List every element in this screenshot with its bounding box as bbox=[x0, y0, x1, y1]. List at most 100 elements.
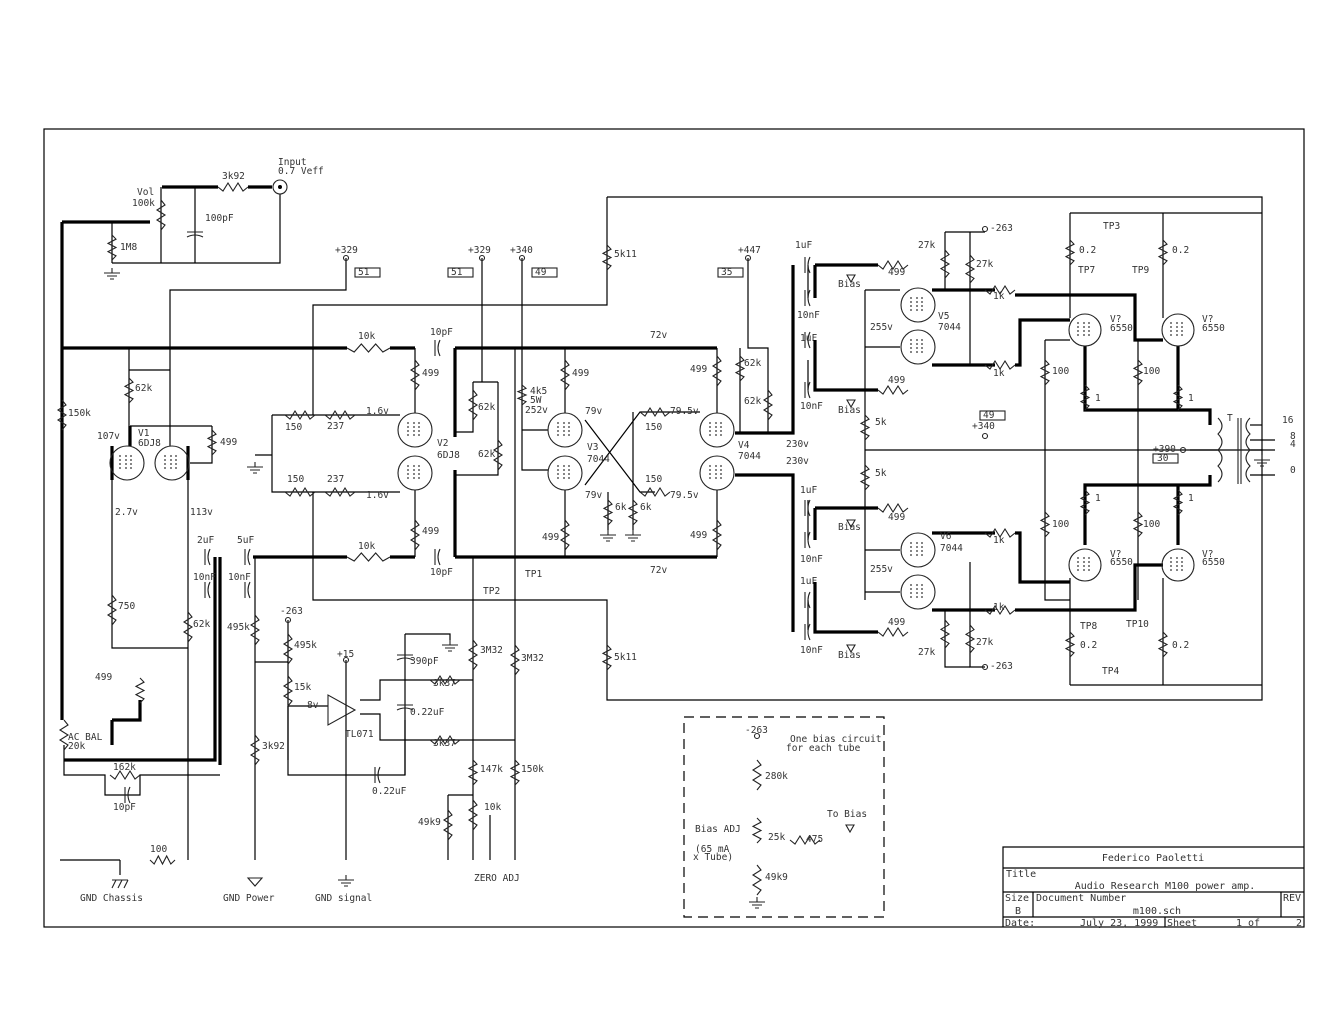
servo-label: TL071 bbox=[345, 729, 374, 740]
phase-splitter-label: 230v bbox=[786, 439, 809, 450]
vacuum-tube-icon bbox=[397, 455, 433, 491]
phase-splitter-label: 5W bbox=[530, 395, 542, 406]
resistor-icon bbox=[984, 527, 1016, 539]
input-stage-label: 499 bbox=[95, 672, 112, 683]
resistor-icon bbox=[109, 769, 141, 781]
wire-thick bbox=[813, 340, 878, 392]
supply-terminal-icon bbox=[981, 225, 989, 233]
input-stage-label: 107v bbox=[97, 431, 120, 442]
resistor-icon bbox=[346, 552, 391, 562]
servo-label: 100 bbox=[150, 844, 167, 855]
resistor-icon bbox=[1172, 489, 1184, 516]
phase-splitter-label: 6k bbox=[615, 502, 627, 513]
resistor-icon bbox=[1064, 239, 1076, 266]
input-jack-center-icon bbox=[278, 185, 282, 189]
bias-drivers-label: 7044 bbox=[940, 543, 963, 554]
servo-label: 49k9 bbox=[418, 817, 441, 828]
wire bbox=[360, 679, 473, 701]
resistor-icon bbox=[206, 429, 218, 456]
bias-drivers-label: 1uF bbox=[795, 240, 812, 251]
driver-stage-label: 10k bbox=[358, 541, 375, 552]
driver-stage-label: TP1 bbox=[525, 569, 542, 580]
driver-stage-label: 150 bbox=[285, 422, 302, 433]
bias-drivers-label: Bias bbox=[838, 405, 861, 416]
current-tag-box bbox=[717, 267, 744, 278]
components bbox=[56, 179, 1270, 909]
input-stage-label: V1 bbox=[138, 428, 150, 439]
ground-icon bbox=[600, 530, 616, 542]
resistor-icon bbox=[149, 854, 176, 866]
servo-label: 3M32 bbox=[480, 645, 503, 656]
resistor-icon bbox=[182, 611, 194, 643]
phase-splitter-label: 230v bbox=[786, 456, 809, 467]
input-stage-label: 495k bbox=[227, 622, 250, 633]
resistor-icon bbox=[1157, 631, 1169, 658]
resistor-icon bbox=[1079, 489, 1091, 516]
current-tag-box bbox=[354, 267, 381, 278]
output-stage-label: 8 bbox=[1290, 431, 1296, 442]
date-label: Date: bbox=[1005, 918, 1035, 929]
vacuum-tube-icon bbox=[900, 287, 936, 323]
resistor-icon bbox=[734, 355, 746, 382]
bias-drivers-label: 499 bbox=[888, 375, 905, 386]
bias-circuit-label: for each tube bbox=[786, 743, 861, 754]
rev-label: REV bbox=[1283, 893, 1301, 904]
driver-stage-label: 499 bbox=[422, 368, 439, 379]
resistor-icon bbox=[1079, 384, 1091, 411]
resistor-icon bbox=[984, 604, 1016, 616]
bias-drivers-label: Bias bbox=[838, 522, 861, 533]
phase-splitter-label: 150 bbox=[645, 474, 662, 485]
document-number-label: Document Number bbox=[1036, 893, 1126, 904]
resistor-icon bbox=[324, 409, 356, 421]
output-stage-label: TP10 bbox=[1126, 619, 1149, 630]
author: Federico Paoletti bbox=[1102, 853, 1204, 864]
resistor-icon bbox=[346, 343, 391, 353]
resistor-icon bbox=[516, 384, 528, 406]
bias-drivers-label: 27k bbox=[918, 240, 935, 251]
grounds-label: GND Chassis bbox=[80, 893, 143, 904]
output-stage-label: V? bbox=[1110, 549, 1121, 560]
capacitor-icon bbox=[204, 548, 211, 566]
bias-drivers-label: 499 bbox=[888, 267, 905, 278]
input-stage-label: 113v bbox=[190, 507, 213, 518]
power-ground-icon bbox=[246, 877, 264, 887]
supply-terminal-icon bbox=[1179, 446, 1187, 454]
resistor-icon bbox=[877, 502, 909, 514]
resistor-icon bbox=[284, 486, 316, 498]
wires bbox=[60, 185, 1275, 875]
output-stage-label: 100 bbox=[1143, 366, 1160, 377]
wire-thick bbox=[735, 473, 795, 632]
input-stage-label: 3k92 bbox=[222, 171, 245, 182]
capacitor-icon bbox=[804, 256, 811, 274]
input-stage-label: 10nF bbox=[193, 572, 216, 583]
bias-drivers-label: 10nF bbox=[800, 554, 823, 565]
bias-circuit-label: One bias circuit bbox=[790, 734, 882, 745]
input-stage-label: 0.7 Veff bbox=[278, 166, 324, 177]
wire bbox=[455, 382, 474, 433]
driver-stage-label: 237 bbox=[327, 421, 344, 432]
supply-tags-label: +329 bbox=[468, 245, 491, 256]
resistor-icon bbox=[1132, 359, 1144, 386]
resistor-icon bbox=[429, 674, 461, 686]
capacitor-icon bbox=[804, 289, 811, 307]
vacuum-tube-icon bbox=[547, 455, 583, 491]
bias-circuit-label: 25k bbox=[768, 832, 785, 843]
output-stage-label: V? bbox=[1202, 549, 1213, 560]
wire bbox=[944, 610, 970, 668]
bias-drivers-label: V6 bbox=[940, 531, 952, 542]
driver-stage-label: 62k bbox=[478, 449, 495, 460]
bias-drivers-label: 1k bbox=[993, 535, 1005, 546]
input-stage-label: AC BAL bbox=[68, 732, 103, 743]
resistor-icon bbox=[249, 734, 261, 766]
bias-drivers-label: Bias bbox=[838, 279, 861, 290]
supply-terminal-icon bbox=[518, 254, 526, 262]
capacitor-icon bbox=[396, 704, 414, 711]
vacuum-tube-icon bbox=[154, 445, 190, 481]
output-stage-label: 4 bbox=[1290, 439, 1296, 450]
resistor-icon bbox=[467, 799, 479, 831]
tube-electrodes-icon bbox=[1077, 322, 1090, 338]
tube-electrodes-icon bbox=[164, 455, 177, 471]
output-stage-label: 100 bbox=[1052, 519, 1069, 530]
bias-circuit-label: (65 mA bbox=[695, 844, 730, 855]
